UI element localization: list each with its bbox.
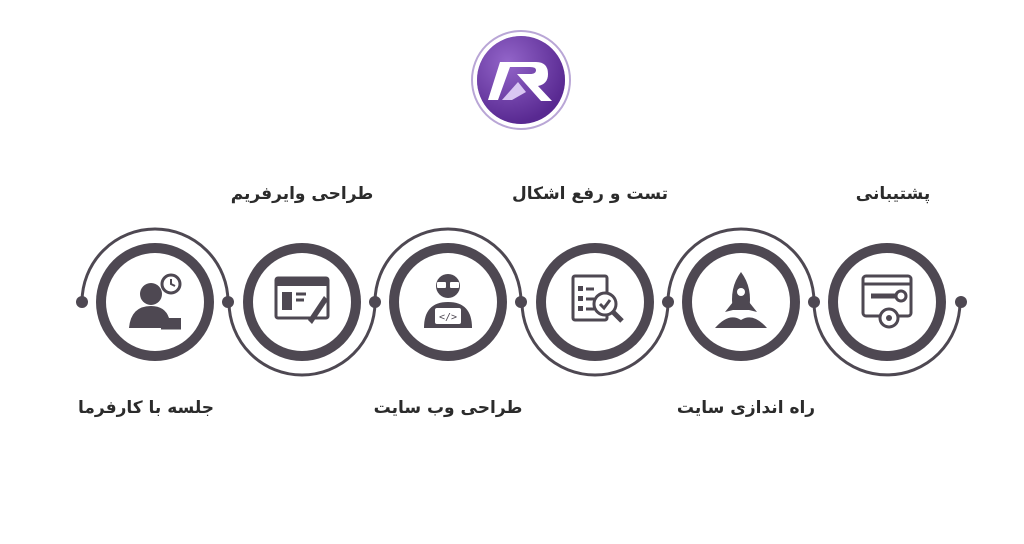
logo-mark-icon bbox=[471, 30, 571, 130]
rocket-icon bbox=[715, 272, 767, 328]
step-wireframe bbox=[243, 243, 361, 361]
connector-arc bbox=[812, 301, 962, 377]
connector-arc bbox=[666, 227, 816, 303]
step-label-meeting: جلسه با کارفرما bbox=[77, 398, 215, 418]
step-meeting bbox=[96, 243, 214, 361]
connector-arc bbox=[227, 301, 377, 377]
document-magnifier-icon bbox=[571, 274, 624, 323]
step-label-testing: تست و رفع اشکال bbox=[511, 184, 669, 204]
step-testing bbox=[536, 243, 654, 361]
connector-dot bbox=[515, 296, 527, 308]
connector-dot bbox=[808, 296, 820, 308]
settings-wrench-icon bbox=[861, 274, 913, 329]
connector-arc bbox=[373, 227, 523, 303]
wireframe-design-icon bbox=[274, 276, 330, 324]
connector-dot bbox=[222, 296, 234, 308]
step-label-support: پشتیبانی bbox=[855, 184, 931, 204]
step-label-launch: راه اندازی سایت bbox=[676, 398, 816, 418]
step-web-design: </> bbox=[389, 243, 507, 361]
step-label-wireframe: طراحی وایرفریم bbox=[230, 184, 374, 204]
step-support bbox=[828, 243, 946, 361]
connector-arc bbox=[80, 227, 230, 303]
connector-dot bbox=[369, 296, 381, 308]
connector-arc bbox=[520, 301, 670, 377]
connector-dot bbox=[955, 296, 967, 308]
connector-dot bbox=[662, 296, 674, 308]
step-launch bbox=[682, 243, 800, 361]
svg-text:</>: </> bbox=[439, 312, 457, 323]
step-label-web-design: طراحی وب سایت bbox=[373, 398, 523, 418]
developer-icon: </> bbox=[424, 274, 472, 328]
connector-dot bbox=[76, 296, 88, 308]
client-meeting-icon bbox=[129, 273, 182, 330]
